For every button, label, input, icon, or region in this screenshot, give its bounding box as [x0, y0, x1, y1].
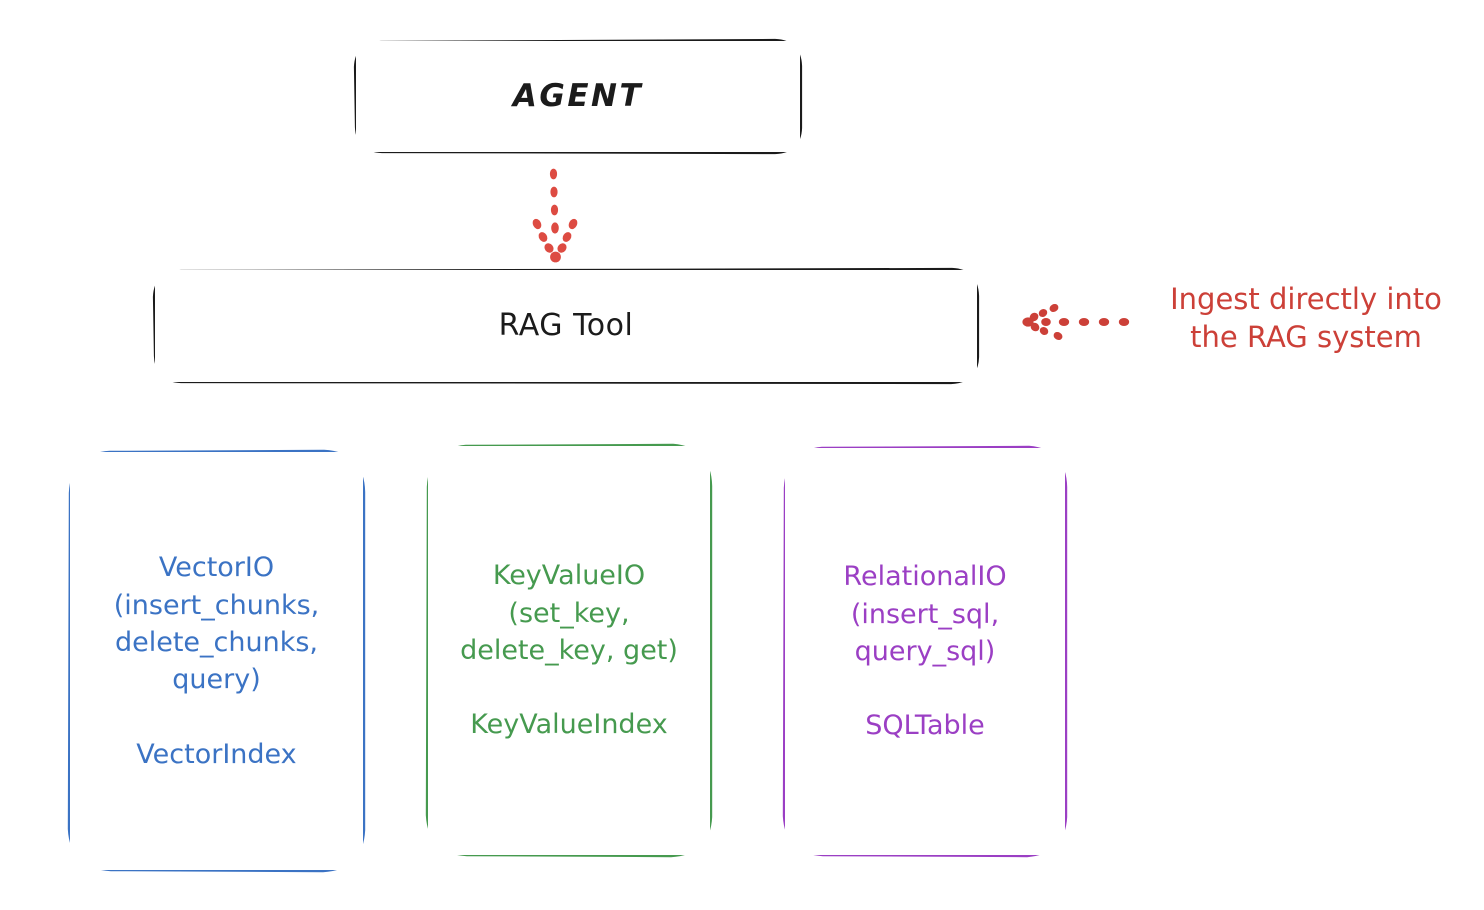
agent-node-label: AGENT: [512, 77, 644, 114]
ingest-arrow-icon: [1022, 303, 1130, 341]
agent-to-rag-tool-arrow: [532, 168, 578, 263]
vector-io-node[interactable]: VectorIO (insert_chunks, delete_chunks, …: [70, 452, 363, 870]
rag-tool-node[interactable]: RAG Tool: [155, 270, 977, 382]
agent-node[interactable]: AGENT: [356, 41, 800, 152]
ingest-annotation-label: Ingest directly into the RAG system: [1170, 282, 1442, 355]
key-value-io-node-label: KeyValueIO (set_key, delete_key, get) Ke…: [460, 560, 678, 741]
relational-io-node-label: RelationalIO (insert_sql, query_sql) SQL…: [843, 561, 1007, 742]
relational-io-node[interactable]: RelationalIO (insert_sql, query_sql) SQL…: [785, 448, 1065, 855]
vector-io-node-label: VectorIO (insert_chunks, delete_chunks, …: [113, 552, 320, 770]
key-value-io-node[interactable]: KeyValueIO (set_key, delete_key, get) Ke…: [428, 446, 710, 855]
rag-tool-node-label: RAG Tool: [498, 307, 634, 343]
